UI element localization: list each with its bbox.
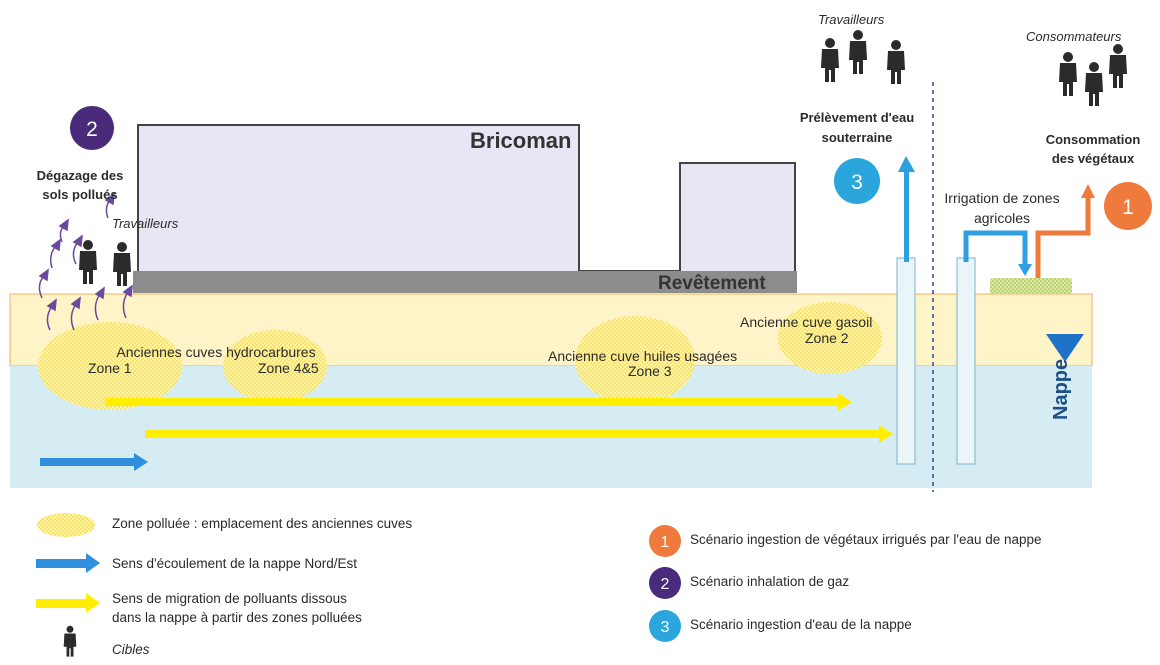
- person-silhouette-icon: [1085, 62, 1103, 106]
- svg-text:1: 1: [1122, 196, 1134, 219]
- small-building: [679, 162, 796, 281]
- person-silhouette-icon: [1059, 52, 1077, 96]
- workers-left-label: Travailleurs: [112, 216, 179, 231]
- person-silhouette-icon: [887, 40, 905, 84]
- legend-scenario-1: Scénario ingestion de végétaux irrigués …: [690, 532, 1042, 547]
- person-silhouette-icon: [63, 625, 77, 657]
- legend-flow-arrow: [36, 553, 100, 573]
- migration-arrow-1: [105, 393, 852, 411]
- pavement-label: Revêtement: [658, 273, 766, 294]
- svg-text:3: 3: [661, 619, 670, 636]
- agricultural-crop: [990, 278, 1072, 294]
- polluted-zone-1: [38, 322, 182, 410]
- water-table-triangle-icon: [1046, 334, 1084, 362]
- zone2-name: Zone 2: [805, 330, 849, 346]
- polluted-zone-3: [575, 316, 695, 404]
- scenario-badge-1: 1: [1104, 182, 1152, 230]
- well-2: [956, 257, 976, 465]
- degassing-label: Dégazage des sols pollués: [36, 168, 124, 202]
- zone3-title: Ancienne cuve huiles usagées: [548, 348, 738, 364]
- zone45-name: Zone 4&5: [258, 360, 319, 376]
- legend-scenario-3-badge: 3: [649, 610, 681, 642]
- legend-migration-arrow: [36, 593, 100, 613]
- bricoman-building: [137, 124, 580, 281]
- legend-polluted-zone: Zone polluée : emplacement des anciennes…: [112, 516, 413, 531]
- person-silhouette-icon: [1109, 44, 1127, 88]
- irrigation-arrow: [963, 230, 1032, 276]
- person-silhouette-icon: [821, 38, 839, 82]
- workers-top-label: Travailleurs: [818, 12, 885, 27]
- legend-scenario-2: Scénario inhalation de gaz: [690, 574, 850, 589]
- building-label: Bricoman: [470, 128, 572, 153]
- scenario-badge-2: 2: [70, 106, 114, 150]
- polluted-zone-2: [778, 302, 882, 374]
- polluted-zone-4-5: [223, 330, 327, 402]
- legend-scenario-2-badge: 2: [649, 567, 681, 599]
- person-silhouette-icon: [849, 30, 867, 74]
- person-silhouette-icon: [79, 240, 97, 284]
- well-1: [896, 257, 916, 465]
- consumption-label: Consommation des végétaux: [1045, 132, 1141, 166]
- legend-scenario-1-badge: 1: [649, 525, 681, 557]
- pavement: [133, 271, 797, 293]
- scenario-badge-3: 3: [834, 158, 880, 204]
- legend-scenario-3: Scénario ingestion d'eau de la nappe: [690, 617, 912, 632]
- legend-polluted-zone-swatch: [37, 513, 95, 537]
- consumption-arrow: [1035, 184, 1095, 278]
- irrigation-label: Irrigation de zones agricoles: [944, 190, 1060, 226]
- svg-text:2: 2: [661, 576, 670, 593]
- consumers-label: Consommateurs: [1026, 29, 1122, 44]
- legend-targets: Cibles: [112, 642, 150, 657]
- svg-text:1: 1: [661, 534, 670, 551]
- zone3-name: Zone 3: [628, 363, 672, 379]
- svg-text:2: 2: [86, 118, 98, 141]
- zone1-name: Zone 1: [88, 360, 132, 376]
- groundwater-flow-arrow: [40, 453, 148, 471]
- migration-arrow-2: [145, 425, 893, 443]
- legend-migration-line2: dans la nappe à partir des zones polluée…: [112, 610, 362, 625]
- zone2-title: Ancienne cuve gasoil: [740, 314, 873, 330]
- legend-flow-direction: Sens d'écoulement de la nappe Nord/Est: [112, 556, 357, 571]
- withdrawal-arrow: [898, 156, 915, 262]
- degassing-arrows: [38, 192, 133, 331]
- person-silhouette-icon: [113, 242, 131, 286]
- legend-migration-line1: Sens de migration de polluants dissous: [112, 591, 347, 606]
- zone1-title: Anciennes cuves hydrocarbures: [116, 344, 316, 360]
- svg-text:3: 3: [851, 171, 863, 194]
- withdrawal-label: Prélèvement d'eau souterraine: [799, 110, 915, 145]
- groundwater-label: Nappe: [1050, 358, 1072, 420]
